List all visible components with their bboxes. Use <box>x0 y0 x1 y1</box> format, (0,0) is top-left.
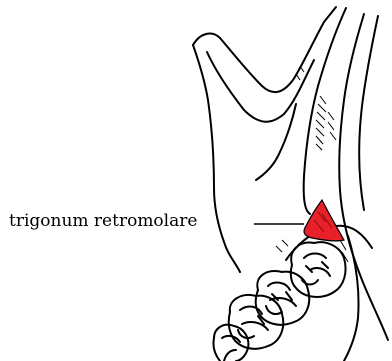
molar-third <box>291 242 346 297</box>
buccal-shelf-line <box>256 104 296 180</box>
posterior-ramus-line <box>359 16 378 210</box>
ramus-anterior-border <box>193 45 240 272</box>
root-line-left <box>224 350 236 361</box>
coronoid-process-outline <box>193 7 336 92</box>
lingual-line <box>344 236 359 361</box>
premolar <box>213 325 248 361</box>
annotation-label: trigonum retromolare <box>9 211 197 231</box>
retromolar-triangle-highlight <box>304 200 344 241</box>
temporal-crest-inner <box>339 14 388 340</box>
coronoid-inner-line <box>207 52 314 122</box>
